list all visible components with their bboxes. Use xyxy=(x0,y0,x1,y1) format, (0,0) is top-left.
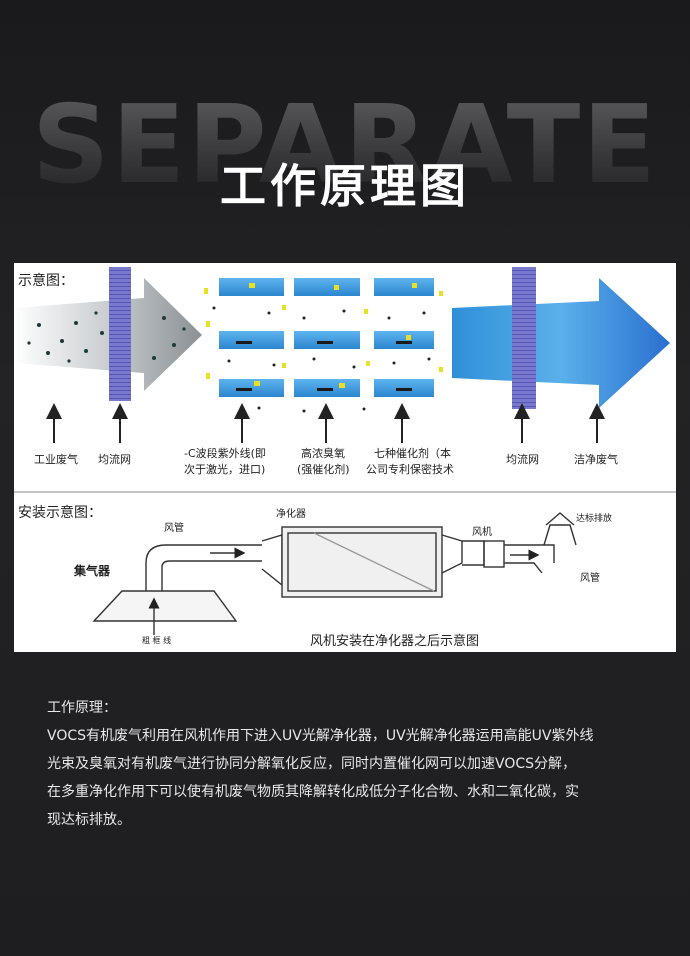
description-line-2: 光束及臭氧对有机废气进行协同分解氧化反应，同时内置催化网可以加速VOCS分解， xyxy=(47,756,577,772)
particles xyxy=(27,311,186,363)
label-fan: 风机 xyxy=(472,525,492,538)
label-ozone-line1: 高浓臭氧 xyxy=(301,446,345,460)
label-exhaust: 达标排放 xyxy=(576,512,612,524)
description-line-3: 在多重净化作用下可以使有机废气物质其降解转化成低分子化合物、水和二氧化碳，实 xyxy=(47,784,579,800)
flow-mesh-1 xyxy=(109,267,131,401)
label-industrial-gas: 工业废气 xyxy=(34,452,78,466)
principle-diagram: 示意图： xyxy=(14,267,676,649)
description-line-4: 现达标排放。 xyxy=(47,812,131,828)
install-caption: 风机安装在净化器之后示意图 xyxy=(310,633,479,649)
pointer-arrows xyxy=(46,403,605,443)
description: 工作原理： VOCS有机废气利用在风机作用下进入UV光解净化器，UV光解净化器运… xyxy=(47,694,667,834)
description-heading: 工作原理： xyxy=(47,700,117,716)
dark-particles xyxy=(212,306,431,413)
label-uv-line1: -C波段紫外线(即 xyxy=(184,446,266,460)
installation-sketch xyxy=(92,512,577,622)
label-purifier: 净化器 xyxy=(276,507,306,520)
flow-mesh-2 xyxy=(512,267,536,409)
label-flow-mesh-2: 均流网 xyxy=(506,452,539,466)
label-flow-mesh-1: 均流网 xyxy=(98,452,131,466)
install-label: 安装示意图： xyxy=(18,504,102,521)
page-title: 工作原理图 xyxy=(220,159,470,213)
label-catalyst-line2: 公司专利保密技术 xyxy=(366,462,454,476)
ozone-particles xyxy=(204,283,443,388)
clean-air-arrow xyxy=(452,278,670,408)
uv-lamps xyxy=(219,278,434,397)
label-uv-line2: 次于激光，进口) xyxy=(184,462,265,476)
schematic-label: 示意图： xyxy=(18,272,74,289)
dirty-air-arrow xyxy=(14,278,202,391)
label-ground: 粗 框 线 xyxy=(142,635,171,645)
diagram-panel: 示意图： xyxy=(14,263,676,652)
label-ozone-line2: (强催化剂) xyxy=(297,462,350,476)
label-clean-gas: 洁净废气 xyxy=(574,452,618,466)
background-word: SEPARATE xyxy=(0,92,690,200)
label-collector: 集气器 xyxy=(73,563,111,578)
label-pipe-left: 风管 xyxy=(164,521,184,534)
label-pipe-right: 风管 xyxy=(580,571,600,584)
label-catalyst-line1: 七种催化剂（本 xyxy=(374,446,451,460)
description-line-1: VOCS有机废气利用在风机作用下进入UV光解净化器，UV光解净化器运用高能UV紫… xyxy=(47,728,594,744)
